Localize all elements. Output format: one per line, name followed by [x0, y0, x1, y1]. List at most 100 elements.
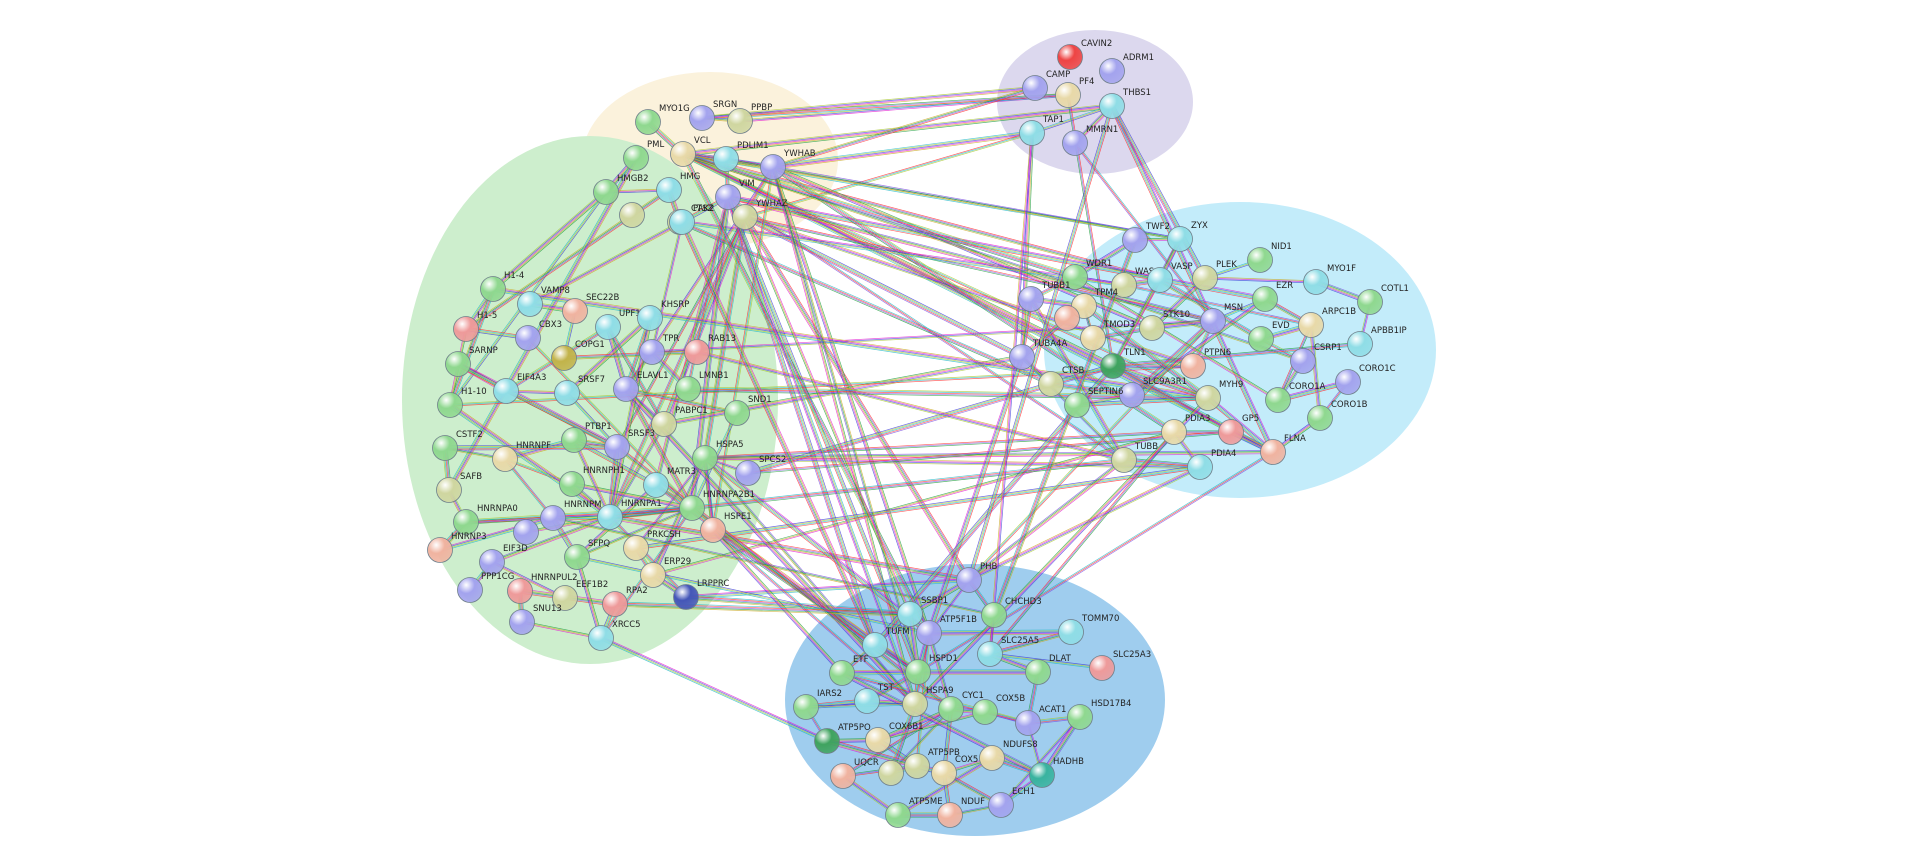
node-circle[interactable] [979, 745, 1005, 771]
node-circle[interactable] [1218, 419, 1244, 445]
node-cstf2[interactable]: CSTF2 [432, 430, 483, 461]
node-hspd1[interactable]: HSPD1 [905, 654, 958, 685]
node-circle[interactable] [1038, 371, 1064, 397]
node-chchd3[interactable]: CHCHD3 [981, 597, 1042, 628]
node-circle[interactable] [588, 625, 614, 651]
node-h1-10[interactable]: H1-10 [437, 387, 487, 418]
node-circle[interactable] [552, 585, 578, 611]
node-hspa9[interactable]: HSPA9 [902, 686, 954, 717]
node-circle[interactable] [602, 591, 628, 617]
node-circle[interactable] [561, 427, 587, 453]
node-circle[interactable] [1200, 308, 1226, 334]
node-circle[interactable] [643, 472, 669, 498]
node-circle[interactable] [689, 105, 715, 131]
node-dlat[interactable]: DLAT [1025, 654, 1072, 685]
node-cbx3[interactable]: CBX3 [515, 320, 563, 351]
node-circle[interactable] [1009, 344, 1035, 370]
node-tomm70[interactable]: TOMM70 [1058, 614, 1120, 645]
node-was[interactable]: WAS [1111, 267, 1155, 298]
node-srsf7[interactable]: SRSF7 [554, 375, 606, 406]
node-circle[interactable] [670, 141, 696, 167]
node-circle[interactable] [597, 504, 623, 530]
node-circle[interactable] [1067, 704, 1093, 730]
node-circle[interactable] [1147, 267, 1173, 293]
node-cox5[interactable]: COX5 [931, 755, 979, 786]
node-circle[interactable] [1064, 392, 1090, 418]
node-circle[interactable] [988, 792, 1014, 818]
node-circle[interactable] [457, 577, 483, 603]
node-circle[interactable] [656, 177, 682, 203]
node-spcs2[interactable]: SPCS2 [735, 455, 787, 486]
node-hmg[interactable]: HMG [656, 172, 701, 203]
node-ndufs8[interactable]: NDUFS8 [979, 740, 1038, 771]
node-circle[interactable] [715, 184, 741, 210]
node-ezr[interactable]: EZR [1252, 281, 1294, 312]
node-circle[interactable] [904, 753, 930, 779]
node-pak2[interactable]: PAK2 [669, 204, 715, 235]
node-srgn[interactable]: SRGN [689, 100, 738, 131]
node-hnrnpa1[interactable]: HNRNPA1 [597, 499, 662, 530]
node-circle[interactable] [540, 505, 566, 531]
node-circle[interactable] [639, 339, 665, 365]
node-thbs1[interactable]: THBS1 [1099, 88, 1152, 119]
node-h1-5[interactable]: H1-5 [453, 311, 498, 342]
node-sfpq[interactable]: SFPQ [564, 539, 611, 570]
node-circle[interactable] [956, 567, 982, 593]
node-msn[interactable]: MSN [1200, 303, 1244, 334]
node-circle[interactable] [938, 696, 964, 722]
node-gp5[interactable]: GP5 [1218, 414, 1260, 445]
node-atp5pb[interactable]: ATP5PB [904, 748, 961, 779]
node-circle[interactable] [651, 411, 677, 437]
node-coro1a[interactable]: CORO1A [1265, 382, 1326, 413]
node-hnrnpul2[interactable]: HNRNPUL2 [507, 573, 578, 604]
node-circle[interactable] [437, 392, 463, 418]
node-circle[interactable] [1029, 762, 1055, 788]
node-hadhb[interactable]: HADHB [1029, 757, 1085, 788]
node-circle[interactable] [675, 376, 701, 402]
node-arpc1b[interactable]: ARPC1B [1298, 307, 1357, 338]
node-circle[interactable] [509, 609, 535, 635]
node-circle[interactable] [1248, 326, 1274, 352]
node-circle[interactable] [507, 578, 533, 604]
node-rpa2[interactable]: RPA2 [602, 586, 648, 617]
node-circle[interactable] [623, 535, 649, 561]
node-circle[interactable] [1195, 385, 1221, 411]
node-myo1f[interactable]: MYO1F [1303, 264, 1357, 295]
node-hsd17b4[interactable]: HSD17B4 [1067, 699, 1132, 730]
node-zyx[interactable]: ZYX [1167, 221, 1209, 252]
node-adrm1[interactable]: ADRM1 [1099, 53, 1155, 84]
node-circle[interactable] [972, 699, 998, 725]
node-circle[interactable] [593, 179, 619, 205]
node-circle[interactable] [814, 728, 840, 754]
node-circle[interactable] [515, 325, 541, 351]
node-circle[interactable] [897, 601, 923, 627]
node-circle[interactable] [865, 727, 891, 753]
node-ywhaz[interactable]: YWHAZ [732, 199, 788, 230]
node-circle[interactable] [1111, 447, 1137, 473]
node-circle[interactable] [727, 108, 753, 134]
node-khsrp[interactable]: KHSRP [637, 300, 690, 331]
node-tst[interactable]: TST [854, 683, 895, 714]
node-circle[interactable] [1290, 348, 1316, 374]
node-pdia4[interactable]: PDIA4 [1187, 449, 1237, 480]
node-ppbp[interactable]: PPBP [727, 103, 773, 134]
node-mmrn1[interactable]: MMRN1 [1062, 125, 1119, 156]
node-snd1[interactable]: SND1 [724, 395, 772, 426]
node-circle[interactable] [635, 109, 661, 135]
node-myo1g[interactable]: MYO1G [635, 104, 690, 135]
node-circle[interactable] [1099, 58, 1125, 84]
node-circle[interactable] [604, 434, 630, 460]
node-circle[interactable] [724, 400, 750, 426]
node-tubb[interactable]: TUBB [1111, 442, 1159, 473]
node-lrpprc[interactable]: LRPPRC [673, 579, 730, 610]
node-pml[interactable]: PML [623, 140, 665, 171]
node-tubb1[interactable]: TUBB1 [1018, 281, 1071, 312]
node-circle[interactable] [1054, 305, 1080, 331]
node-circle[interactable] [1247, 247, 1273, 273]
node-tln1[interactable]: TLN1 [1100, 348, 1146, 379]
node-camp[interactable]: CAMP [1022, 70, 1071, 101]
node-lmnb1[interactable]: LMNB1 [675, 371, 729, 402]
node-circle[interactable] [453, 509, 479, 535]
node-tpr[interactable]: TPR [639, 334, 680, 365]
node-circle[interactable] [684, 339, 710, 365]
